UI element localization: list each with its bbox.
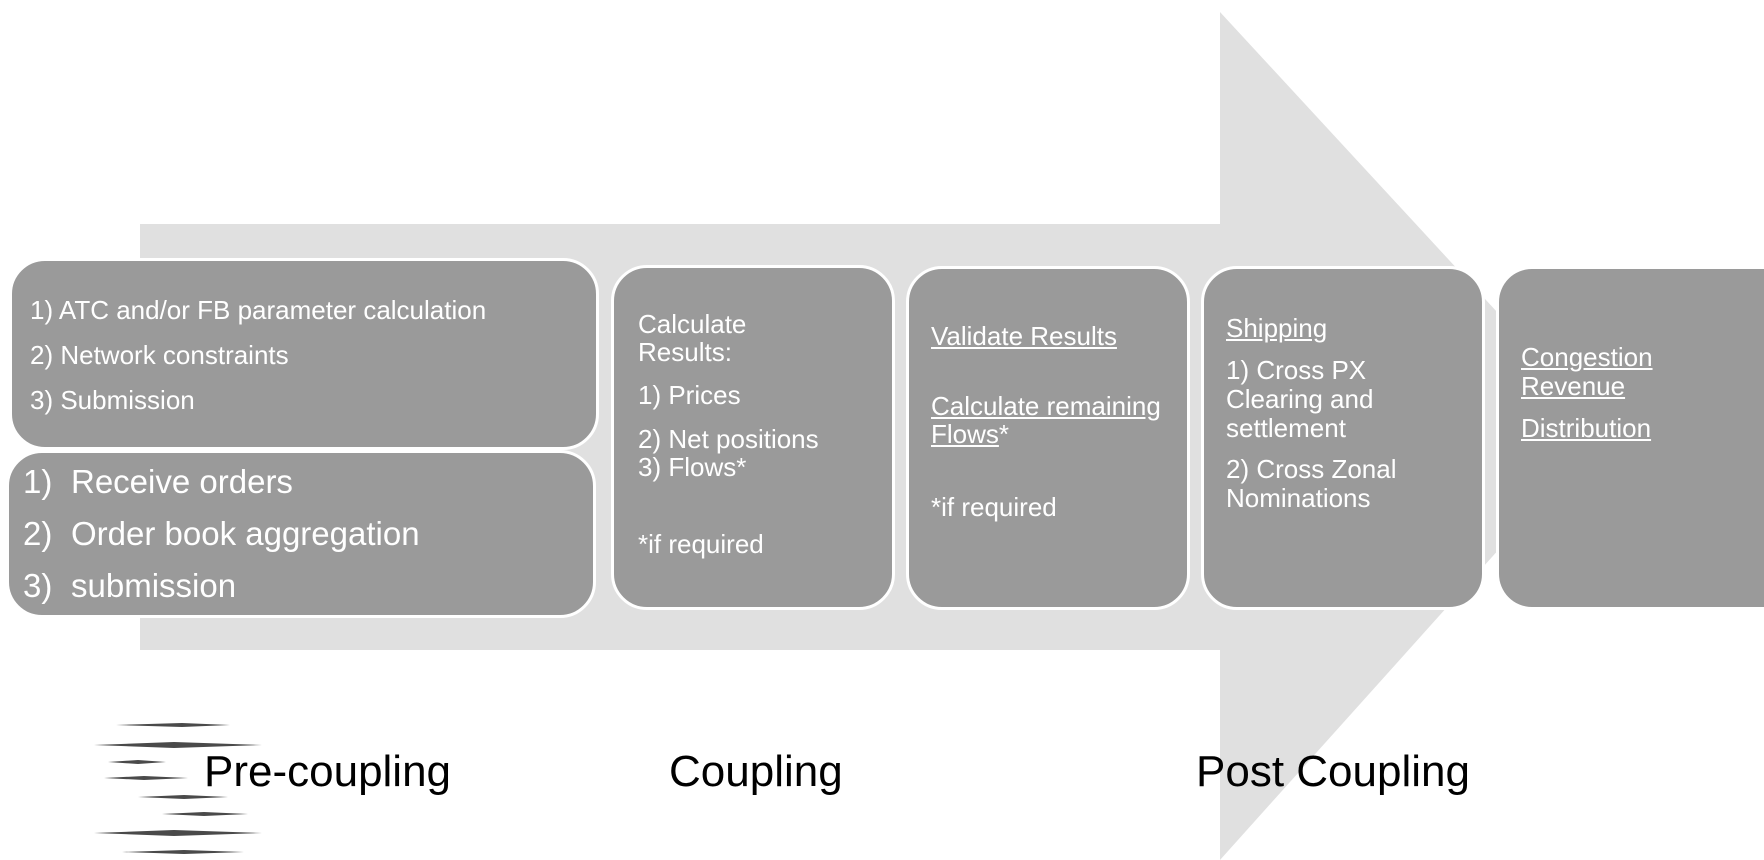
coupling-heading: Calculate Results: bbox=[638, 309, 747, 367]
validate-results-link[interactable]: Validate Results bbox=[931, 321, 1117, 351]
shipping-link[interactable]: Shipping bbox=[1226, 313, 1328, 343]
coupling-item-3: 3) Flows* bbox=[638, 452, 747, 482]
stage-label-pre-coupling: Pre-coupling bbox=[204, 747, 452, 796]
stage-label-coupling: Coupling bbox=[669, 747, 843, 796]
tso-precoupling-box: 1) ATC and/or FB parameter calculation 2… bbox=[9, 258, 599, 450]
coupling-item-2: 2) Net positions bbox=[638, 424, 819, 454]
tso-item-1: 1) ATC and/or FB parameter calculation bbox=[30, 295, 487, 325]
px-item-3: 3) submission bbox=[23, 567, 593, 605]
shipping-item-2: 2) Cross Zonal Nominations bbox=[1226, 454, 1397, 513]
validate-box: Validate Results Calculate remaining Flo… bbox=[906, 266, 1190, 610]
px-item-3-number: 3) bbox=[23, 567, 53, 604]
px-item-1-text: Receive orders bbox=[71, 463, 293, 500]
coupling-item-1: 1) Prices bbox=[638, 380, 741, 410]
tso-item-3: 3) Submission bbox=[30, 385, 195, 415]
calculate-flows-asterisk: * bbox=[998, 419, 1010, 449]
px-item-2: 2) Order book aggregation bbox=[23, 515, 593, 553]
tso-item-2: 2) Network constraints bbox=[30, 340, 289, 370]
coupling-footnote: *if required bbox=[638, 529, 764, 559]
px-precoupling-box: 1) Receive orders 2) Order book aggregatio… bbox=[6, 450, 596, 618]
px-item-2-number: 2) bbox=[23, 515, 53, 552]
px-item-1-number: 1) bbox=[23, 463, 53, 500]
shipping-box: Shipping 1) Cross PX Clearing and settle… bbox=[1201, 266, 1485, 610]
shipping-item-1: 1) Cross PX Clearing and settlement bbox=[1226, 355, 1374, 443]
calculate-flows-line: Calculate remaining Flows* bbox=[931, 392, 1171, 448]
congestion-box: Congestion Revenue Distribution bbox=[1496, 266, 1764, 610]
congestion-revenue-link[interactable]: Congestion Revenue bbox=[1521, 342, 1653, 401]
stacked-lines-logo-icon bbox=[94, 723, 262, 854]
validate-footnote: *if required bbox=[931, 492, 1057, 522]
stage-label-post-coupling: Post Coupling bbox=[1196, 747, 1470, 796]
px-item-2-text: Order book aggregation bbox=[71, 515, 420, 552]
px-item-3-text: submission bbox=[71, 567, 237, 604]
px-item-1: 1) Receive orders bbox=[23, 463, 593, 501]
distribution-link[interactable]: Distribution bbox=[1521, 413, 1652, 443]
coupling-box: Calculate Results: 1) Prices 2) Net posi… bbox=[611, 265, 895, 610]
calculate-flows-link[interactable]: Calculate remaining Flows bbox=[931, 391, 1161, 449]
